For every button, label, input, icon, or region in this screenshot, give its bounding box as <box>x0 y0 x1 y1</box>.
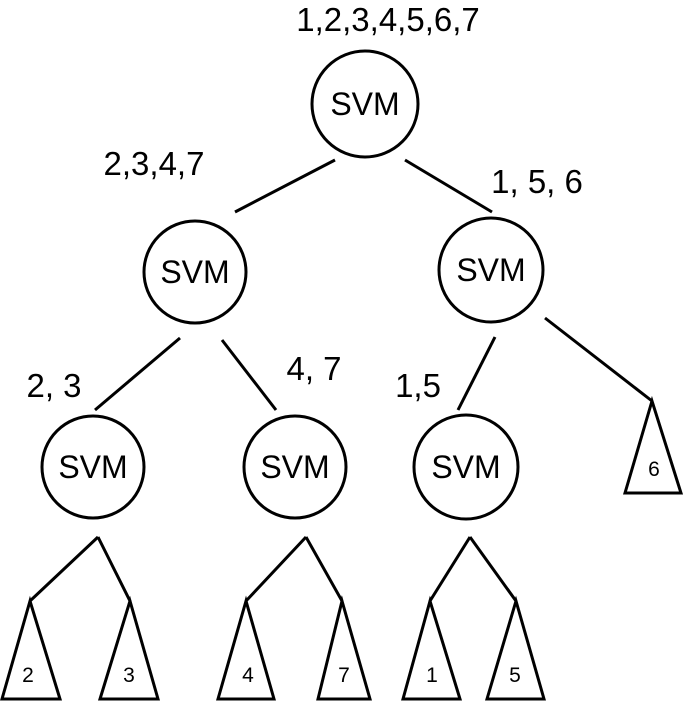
svm-node-left-left: SVM <box>40 414 146 520</box>
edge-ll-leaf3 <box>96 536 132 602</box>
leaf-class-6: 6 <box>622 395 684 495</box>
edge-rl-leaf5 <box>468 536 518 602</box>
leaf-class-3: 3 <box>97 595 160 701</box>
node-circle <box>437 216 545 324</box>
node-circle <box>40 414 146 520</box>
edge-right-leaf6 <box>544 316 653 403</box>
leaf-triangle <box>401 595 463 701</box>
node-circle <box>242 414 348 520</box>
node-circle <box>310 49 420 159</box>
leaf-triangle <box>484 595 546 701</box>
edge-left-leftright <box>220 339 278 411</box>
leaf-class-4: 4 <box>216 595 276 701</box>
edge-root-left <box>234 158 336 214</box>
node-label: SVM <box>431 449 500 485</box>
svm-node-right: SVM <box>437 216 545 324</box>
set-label-left: 2,3,4,7 <box>104 145 205 182</box>
svm-node-right-left: SVM <box>412 413 520 521</box>
edge-rl-leaf1 <box>428 536 472 602</box>
set-label-right-left: 1,5 <box>395 367 441 404</box>
leaf-triangle <box>216 595 276 701</box>
tree-edges <box>28 158 653 603</box>
leaf-class-7: 7 <box>316 595 372 701</box>
svm-node-root: SVM <box>310 49 420 159</box>
leaf-triangle <box>0 595 63 701</box>
set-label-root: 1,2,3,4,5,6,7 <box>296 1 479 38</box>
edge-lr-leaf4 <box>244 535 308 603</box>
leaf-triangle <box>316 595 372 701</box>
leaf-label: 2 <box>22 664 34 687</box>
leaf-label: 5 <box>509 664 521 687</box>
node-circle <box>142 219 248 325</box>
node-label: SVM <box>260 449 329 485</box>
leaf-label: 6 <box>648 458 660 481</box>
leaf-class-2: 2 <box>0 595 63 701</box>
edge-root-right <box>404 158 493 214</box>
leaf-triangle <box>97 595 160 701</box>
leaf-triangle <box>622 395 684 495</box>
edge-ll-leaf2 <box>28 535 100 603</box>
svm-node-left-right: SVM <box>242 414 348 520</box>
leaf-label: 4 <box>242 664 254 687</box>
set-label-left-right: 4, 7 <box>286 350 341 387</box>
node-label: SVM <box>456 252 525 288</box>
node-label: SVM <box>330 86 399 122</box>
node-label: SVM <box>58 449 127 485</box>
leaf-label: 1 <box>426 664 438 687</box>
edge-left-leftleft <box>94 336 181 412</box>
svm-node-left: SVM <box>142 219 248 325</box>
edge-lr-leaf7 <box>304 536 344 602</box>
leaf-class-1: 1 <box>401 595 463 701</box>
node-label: SVM <box>160 254 229 290</box>
set-label-right: 1, 5, 6 <box>491 163 583 200</box>
leaf-label: 7 <box>338 664 350 687</box>
node-circle <box>412 413 520 521</box>
leaf-class-5: 5 <box>484 595 546 701</box>
set-label-left-left: 2, 3 <box>26 367 81 404</box>
edge-right-rightleft <box>456 336 497 411</box>
leaf-label: 3 <box>123 664 135 687</box>
